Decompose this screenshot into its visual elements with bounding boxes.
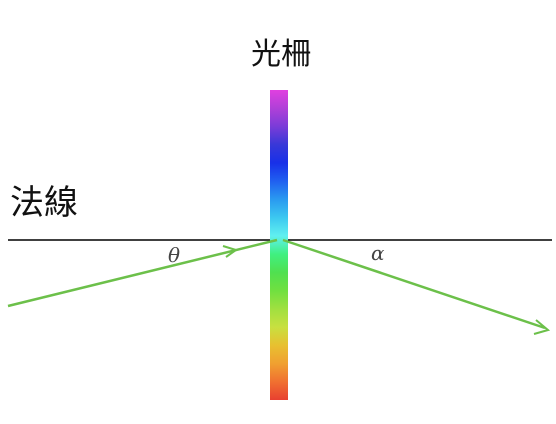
- angle-incident-label: θ: [168, 243, 180, 267]
- incident-arrow-icon: [222, 245, 239, 258]
- incident-ray: [7, 238, 278, 308]
- diffracted-ray: [282, 238, 546, 330]
- diffracted-arrow-icon: [533, 319, 551, 335]
- normal-label: 法線: [10, 183, 78, 223]
- grating-label: 光柵: [251, 37, 311, 72]
- angle-diffracted-label: α: [371, 241, 385, 265]
- grating-strip: [270, 90, 288, 400]
